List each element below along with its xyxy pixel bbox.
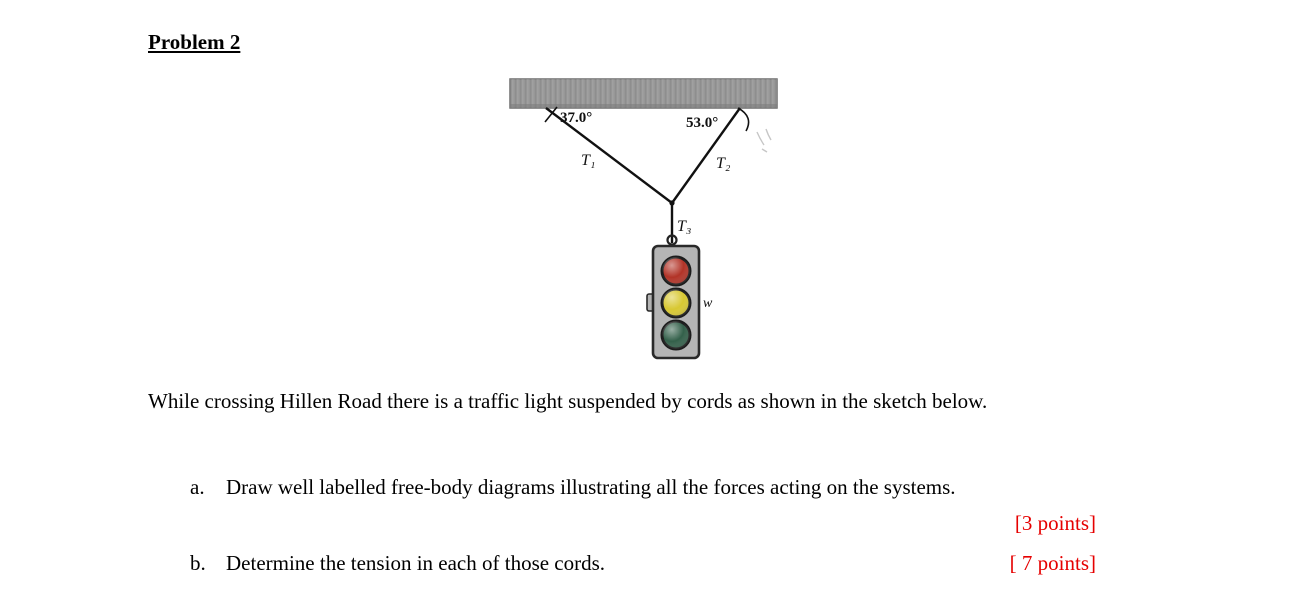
hanger-ring — [666, 234, 678, 246]
yellow-light-shade — [662, 289, 690, 317]
green-light-shade — [662, 321, 690, 349]
angle-right-label: 53.0° — [686, 115, 718, 131]
item-a-text: Draw well labelled free-body diagrams il… — [226, 475, 956, 499]
item-b-points: [ 7 points] — [1009, 551, 1096, 575]
t2-label: T₂ — [716, 155, 731, 172]
pencil-marks — [756, 128, 772, 153]
angle-mark-left — [544, 106, 558, 123]
angle-arc-right — [737, 107, 750, 132]
question-list: a. Draw well labelled free-body diagrams… — [190, 472, 1096, 578]
cord-t2 — [671, 107, 741, 204]
cord-knot — [669, 200, 675, 206]
angle-left-label: 37.0° — [560, 110, 592, 126]
red-light-shade — [662, 257, 690, 285]
item-a-points: [3 points] — [1014, 511, 1096, 535]
t1-label: T₁ — [581, 152, 595, 169]
traffic-light-diagram: 37.0° 53.0° T₁ T₂ T₃ w — [509, 78, 778, 360]
ceiling-beam — [509, 78, 778, 109]
item-a-points-line: [3 points] — [190, 508, 1096, 538]
item-b-text: Determine the tension in each of those c… — [226, 551, 606, 575]
item-a-marker: a. — [190, 475, 205, 499]
item-b-marker: b. — [190, 551, 206, 575]
list-item-a: a. Draw well labelled free-body diagrams… — [190, 472, 1096, 502]
traffic-light — [646, 234, 701, 360]
t3-label: T₃ — [677, 218, 691, 235]
problem-paragraph: While crossing Hillen Road there is a tr… — [148, 389, 988, 413]
list-item-b: b. Determine the tension in each of thos… — [190, 548, 1096, 578]
problem-title: Problem 2 — [148, 30, 241, 54]
weight-label: w — [703, 296, 713, 311]
cord-t1 — [545, 107, 673, 204]
